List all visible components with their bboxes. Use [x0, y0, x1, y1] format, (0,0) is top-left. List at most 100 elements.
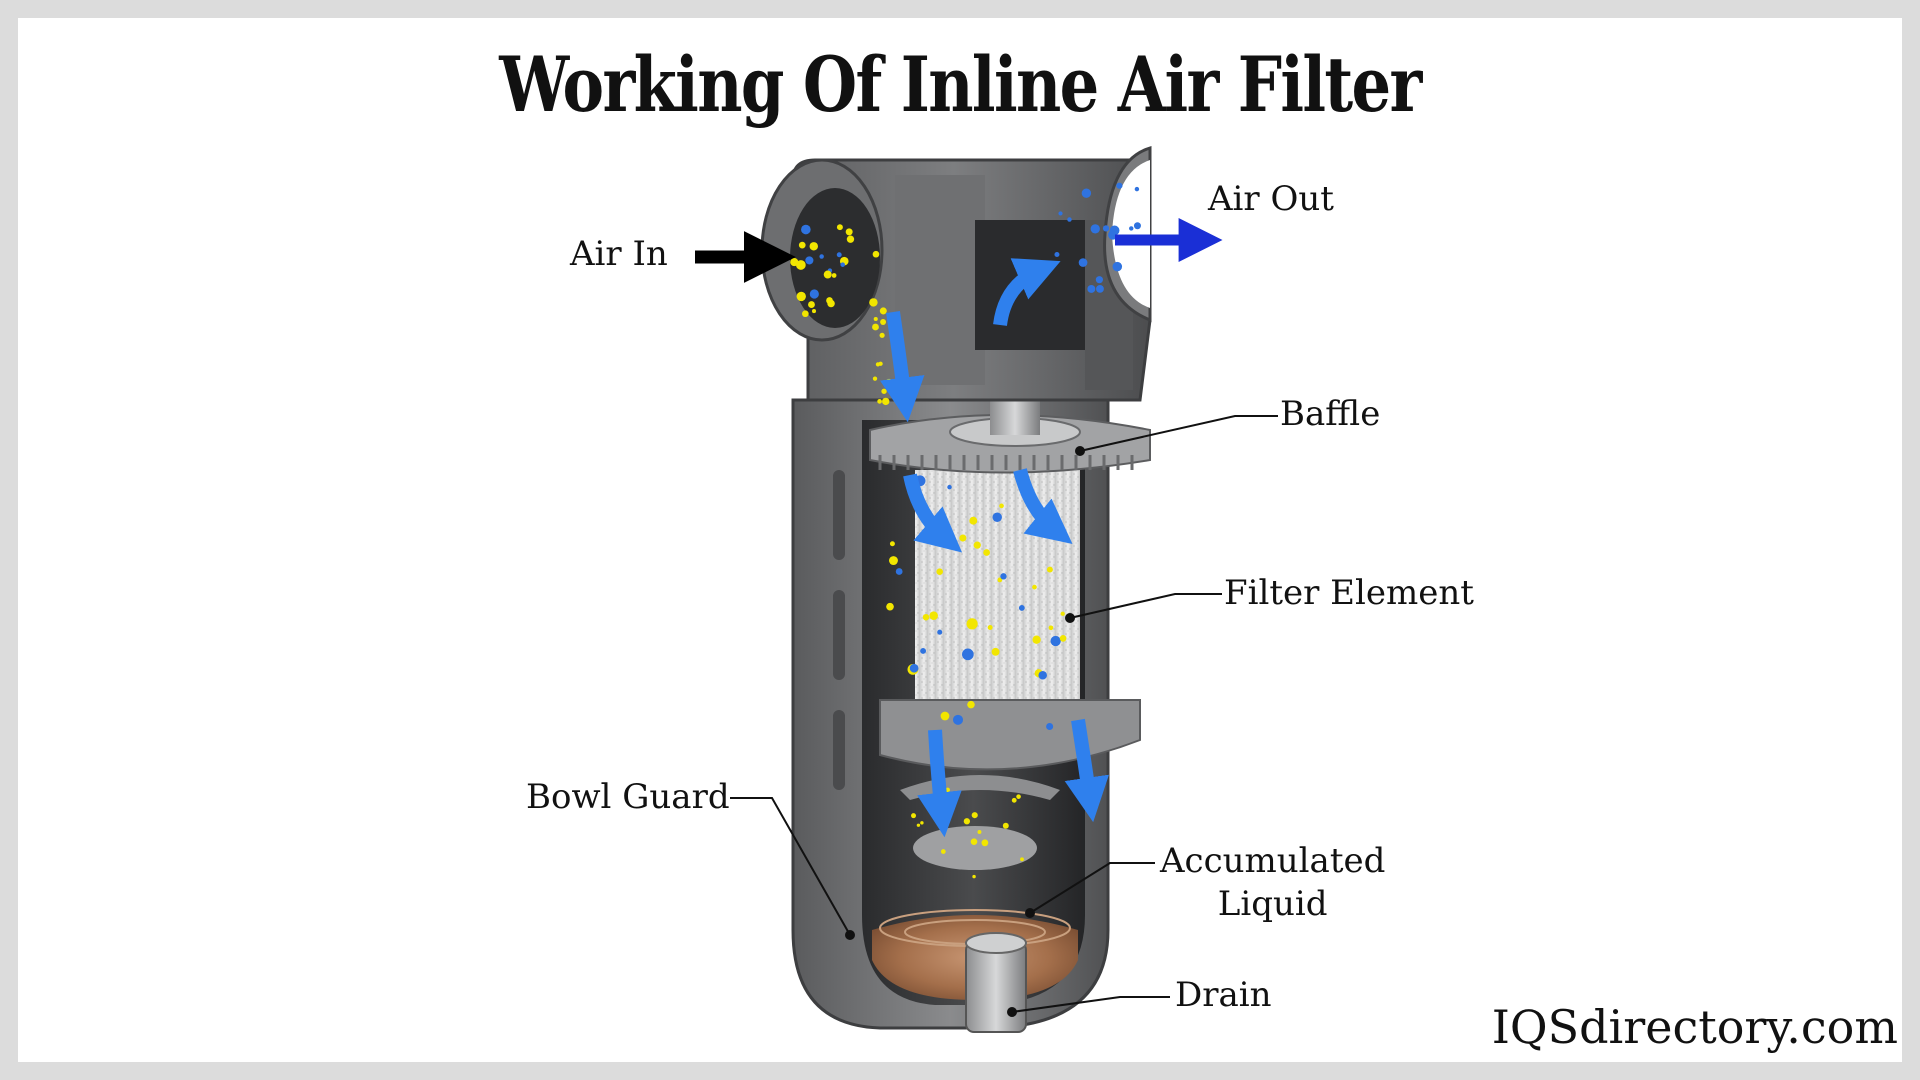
particle-dot — [886, 602, 894, 611]
particle-dot — [909, 663, 919, 673]
particle-dot — [929, 611, 938, 620]
leader-lines — [730, 415, 1278, 1017]
particle-dot — [1090, 224, 1100, 234]
particle-dot — [1032, 635, 1041, 644]
particle-dot — [809, 242, 818, 251]
particle-dot — [1048, 625, 1054, 631]
particle-dot — [1081, 188, 1092, 198]
particle-dot — [952, 714, 964, 725]
flow-arrow-icon — [1064, 718, 1110, 823]
particle-dot — [1102, 225, 1110, 232]
particle-dot — [992, 512, 1002, 523]
particle-dot — [889, 541, 895, 547]
particle-dot — [1087, 284, 1096, 293]
particle-dot — [882, 397, 890, 406]
particle-dot — [879, 307, 887, 315]
particle-dot — [1129, 226, 1134, 231]
label-air-out: Air Out — [1208, 179, 1334, 219]
particle-dot — [878, 361, 883, 366]
particle-dot — [920, 821, 924, 825]
particle-dot — [967, 700, 975, 709]
particle-dot — [873, 316, 878, 322]
particle-dot — [1059, 635, 1067, 642]
flow-arrow-icon — [917, 729, 962, 838]
particle-dot — [836, 252, 842, 258]
particle-dot — [997, 577, 1003, 583]
particle-dot — [991, 647, 1000, 656]
particle-dot — [911, 813, 917, 819]
particle-dot — [937, 629, 943, 635]
particle-dot — [1011, 797, 1017, 803]
filter-head — [760, 145, 1152, 402]
particle-dot — [796, 260, 806, 270]
particle-dot — [940, 711, 950, 721]
particle-dot — [1058, 211, 1063, 216]
particle-dot — [823, 270, 832, 279]
particle-dot — [1046, 722, 1054, 731]
particle-dot — [970, 838, 978, 845]
particle-dot — [840, 262, 845, 267]
particle-dot — [889, 556, 898, 566]
particle-dot — [1133, 222, 1141, 230]
particle-dot — [885, 378, 893, 387]
particle-dot — [819, 254, 824, 259]
particle-dot — [872, 376, 878, 381]
particle-dot — [1116, 182, 1123, 189]
particle-dot — [1067, 217, 1072, 222]
flow-arrows — [879, 258, 1110, 838]
particle-dot — [959, 534, 967, 542]
particle-dot — [981, 839, 989, 847]
page-title: Working Of Inline Air Filter — [499, 40, 1422, 129]
label-filter-element: Filter Element — [1224, 573, 1474, 613]
particle-dot — [881, 388, 887, 394]
particle-dot — [1054, 251, 1060, 257]
particle-dot — [920, 648, 927, 654]
particle-dot — [872, 250, 880, 258]
particle-dot — [947, 484, 952, 490]
drain — [965, 932, 1027, 1033]
particle-dot — [811, 309, 817, 314]
particle-dot — [1095, 276, 1103, 284]
particle-dot — [983, 549, 991, 556]
particle-dot — [971, 812, 978, 819]
particle-dot — [987, 624, 993, 630]
particles — [790, 182, 1151, 879]
label-accumulated-liquid: Accumulated Liquid — [1160, 840, 1385, 925]
particle-dot — [845, 228, 853, 236]
particle-dot — [1018, 605, 1025, 611]
label-air-in: Air In — [570, 234, 668, 274]
particle-dot — [924, 802, 929, 807]
particle-dot — [846, 235, 855, 243]
brand-watermark: IQSdirectory.com — [1491, 1000, 1898, 1054]
particle-dot — [872, 323, 879, 331]
particle-dot — [827, 299, 835, 308]
particle-dot — [969, 516, 978, 525]
particle-dot — [879, 332, 885, 338]
particle-dot — [808, 301, 815, 308]
label-bowl-guard: Bowl Guard — [526, 777, 730, 817]
label-accumulated-liquid-line1: Accumulated — [1160, 841, 1386, 881]
particle-dot — [973, 541, 981, 549]
particle-dot — [936, 568, 943, 575]
particle-dot — [805, 256, 814, 265]
particle-dot — [895, 568, 903, 575]
flow-arrow-icon — [879, 310, 925, 423]
flow-arrow-icon — [993, 258, 1061, 327]
particle-dot — [890, 385, 897, 393]
label-accumulated-liquid-line2: Liquid — [1217, 883, 1328, 924]
particle-dot — [836, 224, 843, 231]
particle-dot — [922, 613, 930, 621]
particle-dot — [940, 849, 946, 854]
label-drain: Drain — [1175, 975, 1272, 1015]
particle-dot — [1050, 635, 1061, 647]
particle-dot — [877, 399, 882, 404]
particle-dot — [963, 818, 971, 825]
particle-dot — [1038, 670, 1047, 680]
particle-dot — [796, 291, 806, 302]
particle-dot — [869, 298, 878, 307]
particle-dot — [790, 258, 799, 267]
particle-dot — [1000, 573, 1007, 580]
particle-dot — [1078, 258, 1088, 267]
particle-dot — [962, 648, 974, 661]
